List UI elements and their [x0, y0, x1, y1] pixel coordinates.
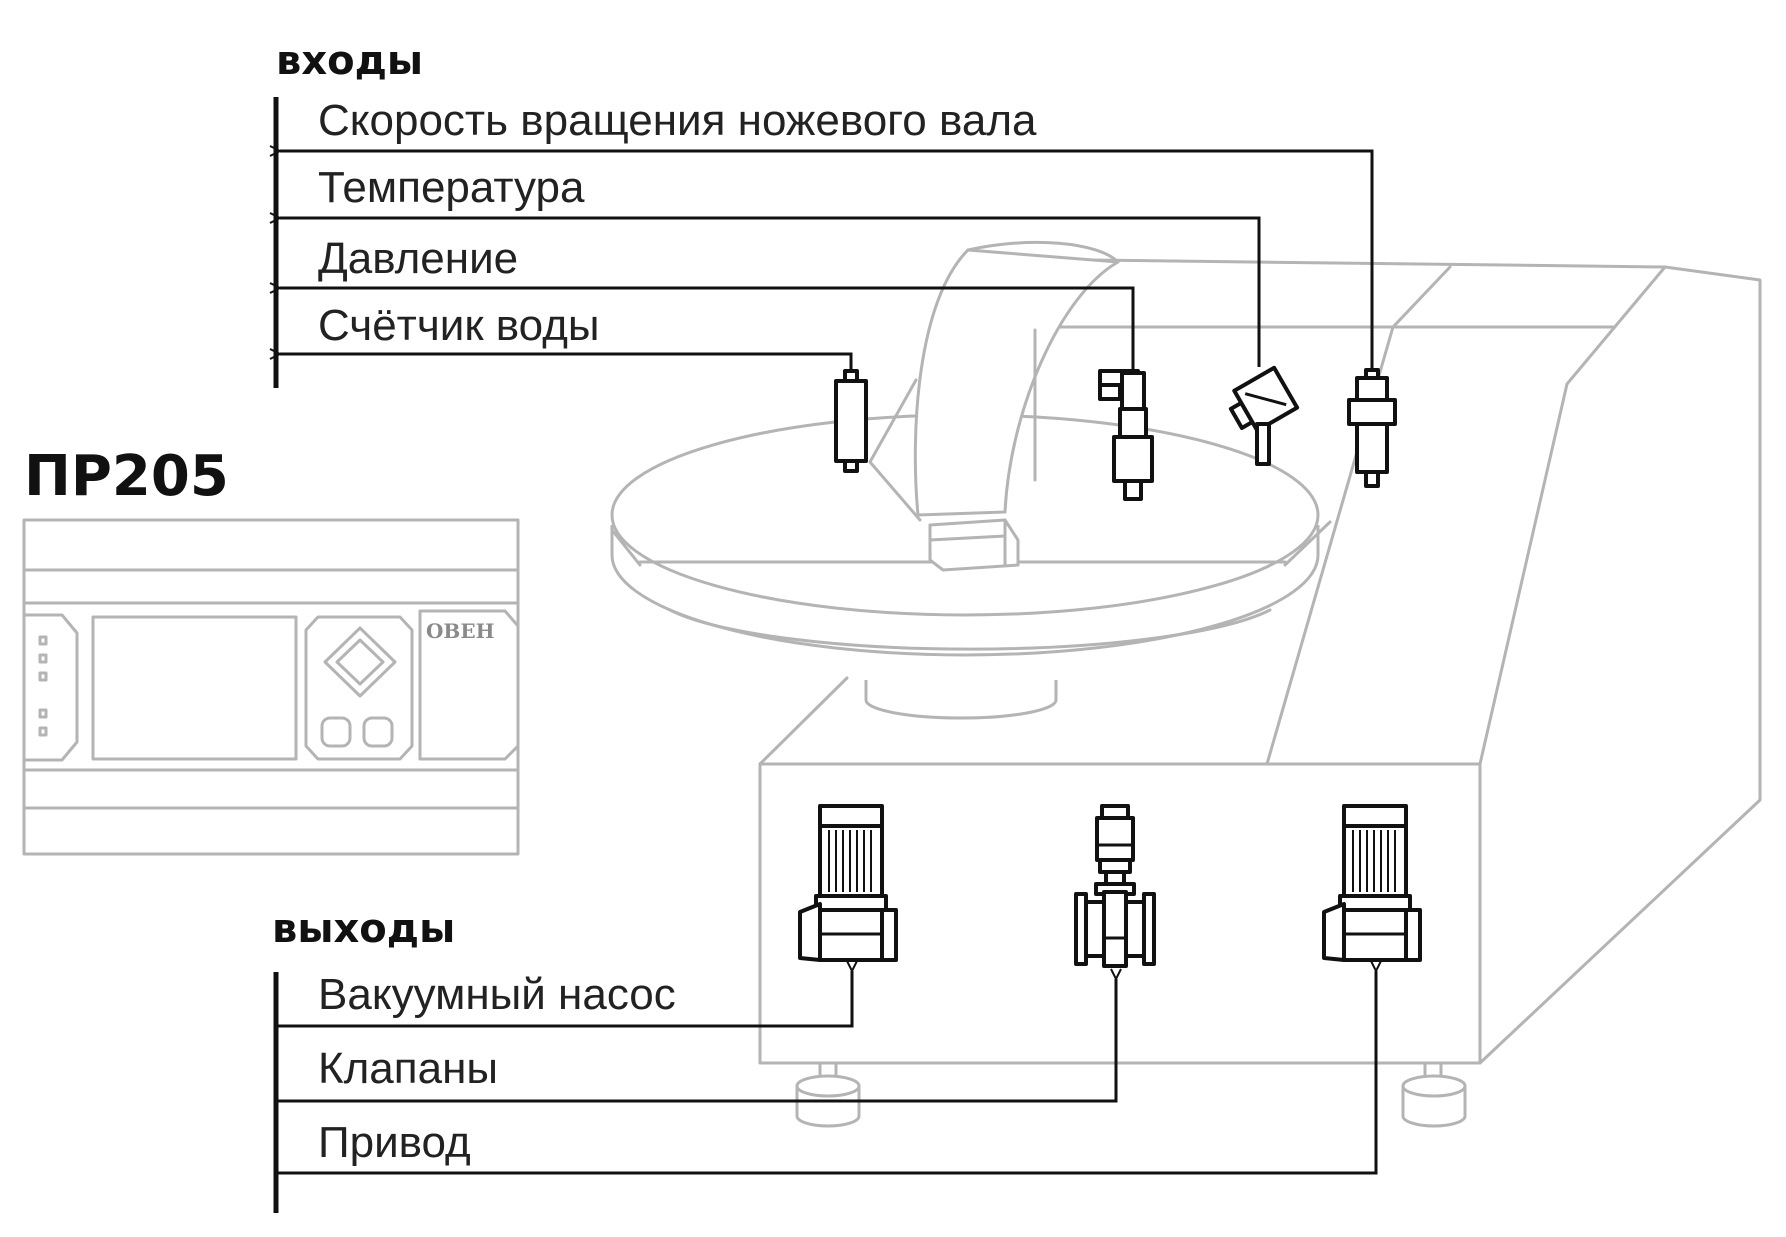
output-line-drive: [278, 971, 1376, 1175]
vacuum-pump-icon: [798, 804, 898, 962]
controller-model-label: ПР205: [24, 444, 229, 509]
input-label-water-meter: Счётчик воды: [318, 301, 600, 350]
pressure-sensor-icon: [1098, 369, 1154, 501]
outputs-header: выходы: [272, 906, 455, 952]
input-line-shaft-speed: [280, 151, 1374, 370]
controller-display: [91, 615, 298, 761]
output-label-valves: Клапаны: [318, 1044, 498, 1093]
input-label-temperature: Температура: [318, 163, 585, 212]
inputs-block: входы Скорость вращения ножевого вала Те…: [276, 38, 1374, 388]
bowl-cutter-machine: [610, 240, 1762, 1128]
input-label-shaft-speed: Скорость вращения ножевого вала: [318, 96, 1037, 145]
outputs-block: выходы Вакуумный насос Клапаны Привод: [272, 906, 1376, 1213]
temperature-sensor-icon: [1228, 365, 1300, 466]
controller-brand-logo: ОВЕН: [426, 619, 494, 643]
water-meter-icon: [834, 369, 868, 473]
output-line-valves: [278, 979, 1116, 1103]
machine-foot-left: [795, 1061, 861, 1128]
output-label-drive: Привод: [318, 1118, 471, 1167]
output-line-vacuum-pump: [278, 971, 852, 1028]
input-line-pressure: [280, 288, 1135, 373]
input-line-temperature: [280, 218, 1261, 367]
valve-icon: [1074, 804, 1156, 968]
input-line-water-meter: [280, 354, 853, 371]
inputs-header: входы: [276, 38, 423, 84]
machine-foot-right: [1401, 1061, 1467, 1128]
output-label-vacuum-pump: Вакуумный насос: [318, 970, 676, 1019]
drive-motor-icon: [1322, 804, 1422, 962]
input-label-pressure: Давление: [318, 234, 518, 283]
controller-pr205: ПР205 ОВЕН: [22, 444, 520, 856]
speed-sensor-icon: [1347, 368, 1397, 488]
